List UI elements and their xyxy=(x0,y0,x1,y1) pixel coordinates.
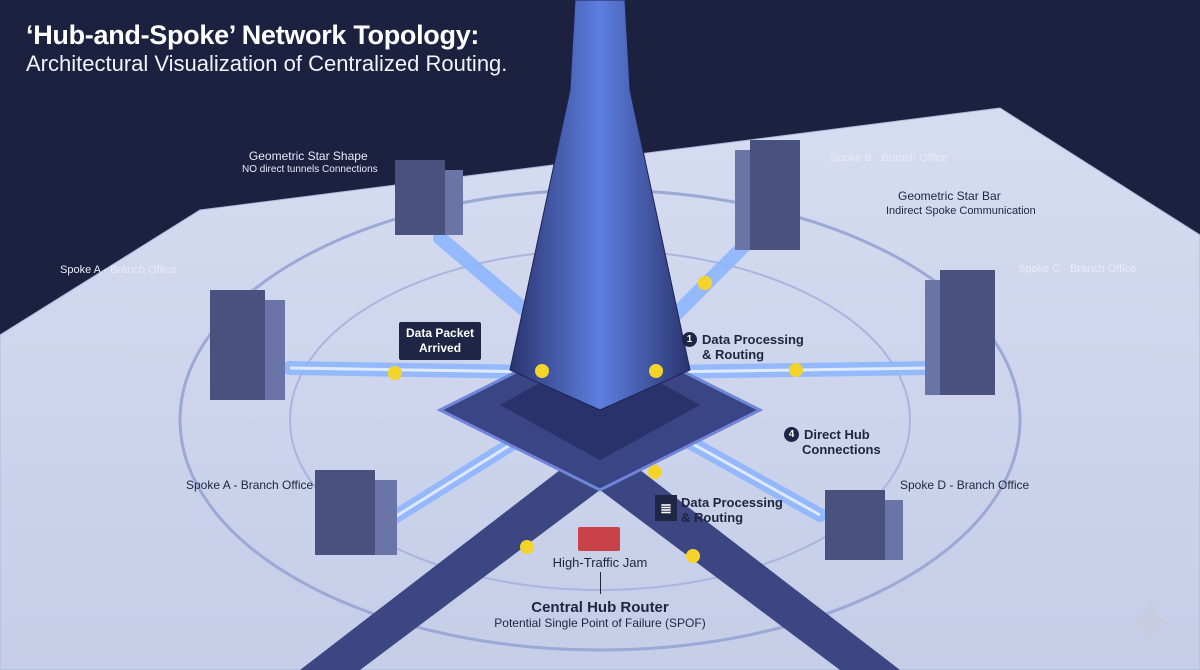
building-spoke-a-bottom xyxy=(315,470,397,555)
label-line: & Routing xyxy=(702,347,765,362)
step-badge: 1 xyxy=(682,332,697,347)
label-title: Geometric Star Bar xyxy=(898,189,1001,203)
label-line: Direct Hub xyxy=(804,427,870,442)
label-spoke-b: Spoke B - Branch Office xyxy=(830,152,948,164)
label-line: Data Processing xyxy=(681,495,783,510)
label-direct-hub: 4 Direct Hub Connections xyxy=(784,427,881,457)
tag-data-packet-arrived: Data Packet Arrived xyxy=(399,322,482,360)
label-hub: Central Hub Router Potential Single Poin… xyxy=(450,599,750,630)
page-subtitle: Architectural Visualization of Centraliz… xyxy=(26,51,508,76)
building-spoke-b xyxy=(735,140,800,250)
label-title: Central Hub Router xyxy=(531,599,669,616)
label-spoke-c: Spoke C - Branch Office xyxy=(1018,263,1137,275)
database-icon: ≣ xyxy=(655,495,677,521)
page-title: ‘Hub-and-Spoke’ Network Topology: xyxy=(26,20,480,50)
leader-line xyxy=(600,572,601,594)
label-traffic-jam: High-Traffic Jam xyxy=(552,555,648,570)
label-line: Connections xyxy=(802,442,881,457)
building-spoke-d xyxy=(825,490,903,560)
tag-line: Arrived xyxy=(419,341,462,355)
sparkle-icon xyxy=(1128,595,1172,650)
building-spoke-c xyxy=(925,270,995,395)
label-spoke-a-top: Spoke A - Branch Office xyxy=(60,264,177,276)
label-processing-1: 1 Data Processing & Routing xyxy=(682,332,804,362)
building-spoke-a-top xyxy=(210,290,285,400)
traffic-chart-icon xyxy=(578,527,620,551)
label-spoke-d: Spoke D - Branch Office xyxy=(900,478,1030,492)
tag-line: Data Packet xyxy=(406,326,475,340)
data-packets xyxy=(388,276,803,563)
label-processing-2: ≣ Data Processing & Routing xyxy=(655,495,783,525)
label-star-bar: Geometric Star Bar Indirect Spoke Commun… xyxy=(886,189,1048,219)
label-sub: NO direct tunnels Connections xyxy=(242,164,378,175)
building-star-shape xyxy=(395,160,463,235)
label-sub: Potential Single Point of Failure (SPOF) xyxy=(494,616,706,630)
road-left xyxy=(300,470,600,670)
label-sub: Indirect Spoke Communication xyxy=(886,205,1036,217)
label-title: Geometric Star Shape xyxy=(248,149,368,163)
label-line: & Routing xyxy=(681,510,744,525)
label-spoke-a-bottom: Spoke A - Branch Office xyxy=(186,478,314,492)
label-star-shape: Geometric Star Shape NO direct tunnels C… xyxy=(232,149,378,177)
label-line: Data Processing xyxy=(702,332,804,347)
step-badge: 4 xyxy=(784,427,799,442)
